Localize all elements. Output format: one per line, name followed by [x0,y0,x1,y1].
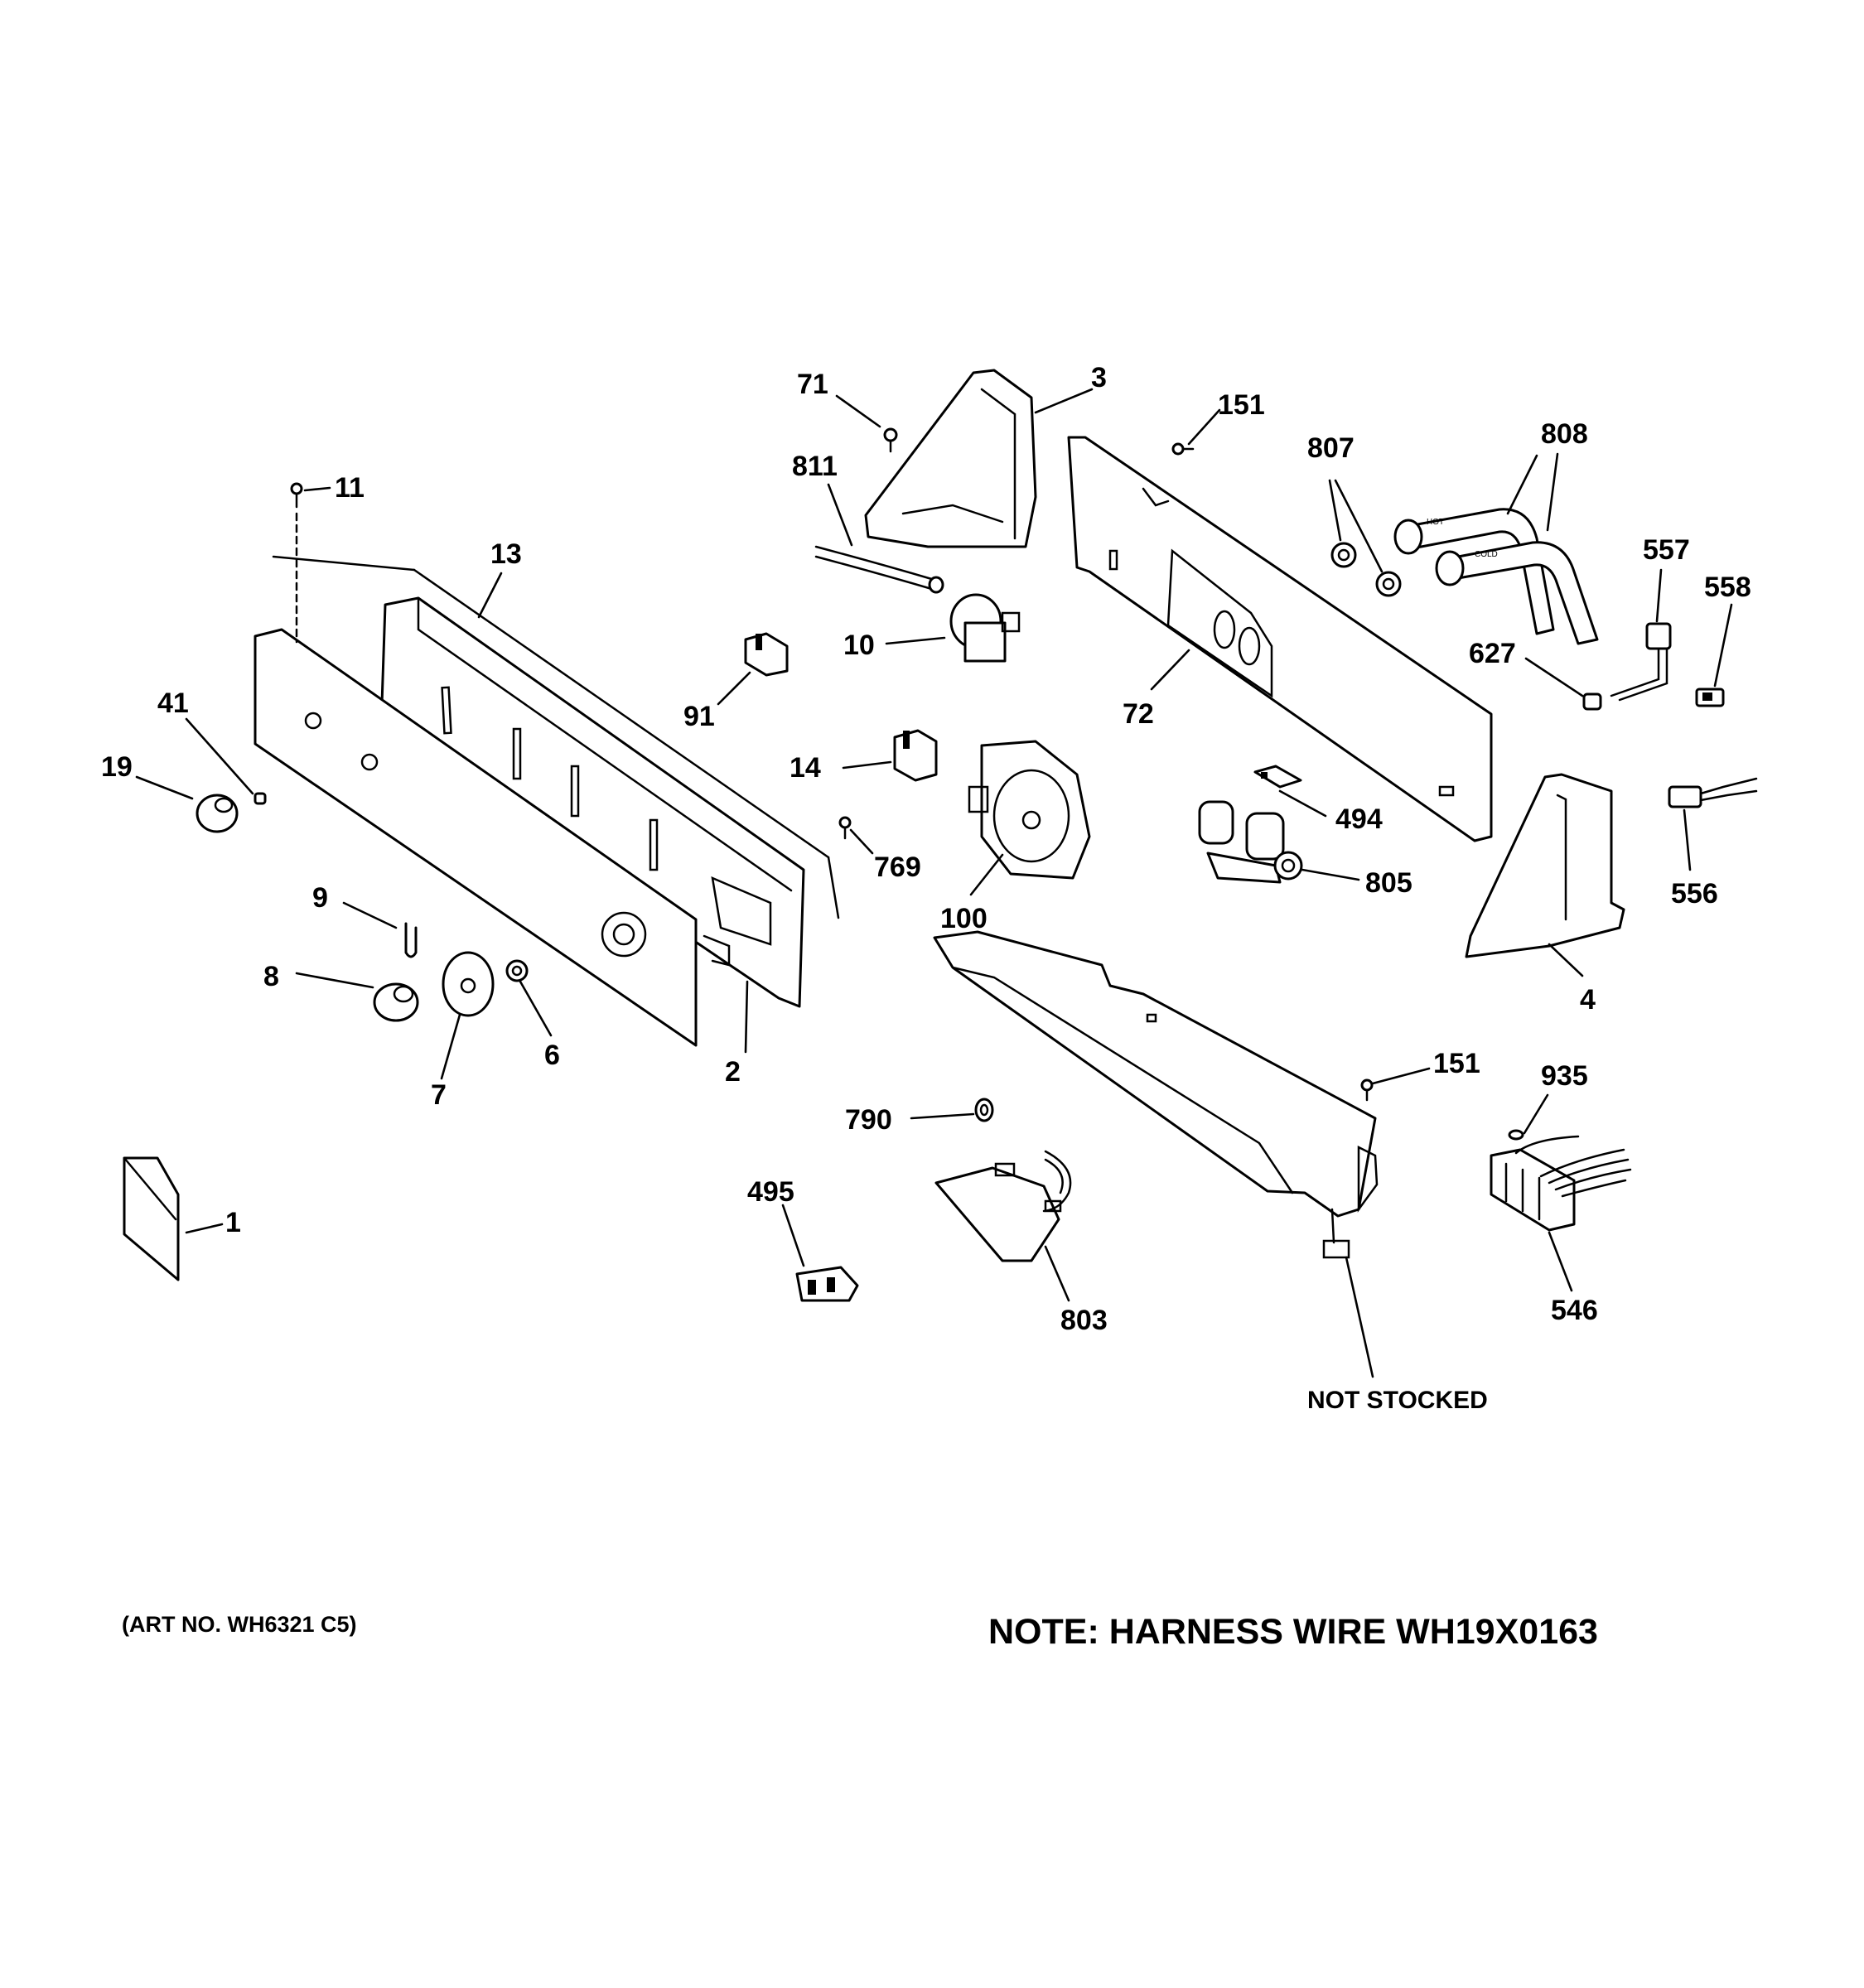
art-number: (ART NO. WH6321 C5) [122,1612,357,1637]
switch-14 [893,729,938,782]
callout-558: 558 [1704,572,1751,603]
control-panel-part [254,628,698,1047]
screw-769 [838,816,852,840]
connector-558 [1695,688,1725,707]
harness-note: NOTE: HARNESS WIRE WH19X0163 [988,1612,1598,1652]
callout-494: 494 [1335,803,1383,835]
callout-769: 769 [874,852,921,883]
hose-811 [814,545,944,594]
switch-91 [744,632,789,677]
callout-13: 13 [490,538,522,570]
washers-807 [1330,542,1402,597]
endcap-3 [864,369,1037,548]
callout-803: 803 [1060,1305,1108,1336]
callout-557: 557 [1643,534,1690,566]
callout-100: 100 [940,903,988,934]
plug-627 [1582,692,1602,711]
terminal-494 [1253,765,1302,789]
not-stocked-label: NOT STOCKED [1307,1387,1488,1414]
water-valve-805 [1198,800,1303,884]
callout-19: 19 [101,751,133,783]
callout-71: 71 [797,369,828,400]
callout-6: 6 [544,1040,560,1071]
callout-2: 2 [725,1056,741,1088]
callout-7: 7 [431,1079,447,1111]
hose-hot-label: HOT [1427,518,1444,527]
screw-151-top [1171,442,1195,456]
callout-10: 10 [843,630,875,661]
pressure-switch-10 [949,593,1021,663]
clip-9 [404,922,418,958]
callout-41: 41 [157,688,189,719]
callout-546: 546 [1551,1295,1598,1326]
knob-19 [196,794,239,833]
screw-11 [290,482,303,644]
callout-4: 4 [1580,984,1596,1016]
callout-811: 811 [792,451,838,482]
callout-14: 14 [790,752,821,784]
console-frame-part [272,555,840,1008]
knob-8 [373,982,419,1022]
callout-495: 495 [747,1176,794,1208]
callout-627: 627 [1469,638,1516,669]
clip-41 [254,792,267,805]
callout-1: 1 [225,1207,241,1238]
callout-790: 790 [845,1104,892,1136]
callout-91: 91 [683,701,715,732]
connector-495 [795,1266,859,1302]
literature-packet-1 [123,1156,180,1281]
hose-cold-label: COLD [1475,550,1498,559]
callout-808: 808 [1541,418,1588,450]
callout-807: 807 [1307,432,1355,464]
lower-panel-part [933,930,1379,1259]
dial-7 [442,951,495,1017]
nut-6 [505,959,529,982]
plug-557 [1610,622,1672,702]
harness-803 [934,1150,1072,1262]
callout-151-top: 151 [1218,389,1265,421]
hoses-808: HOT COLD [1393,508,1599,645]
callout-8: 8 [263,961,279,992]
leader-lines [135,388,1733,1378]
timer-100 [968,740,1091,880]
callout-151-bottom: 151 [1433,1048,1480,1079]
callout-9: 9 [312,882,328,914]
callout-805: 805 [1365,867,1412,899]
clamp-790 [974,1098,994,1122]
backsplash-72 [1067,436,1493,842]
callout-3: 3 [1091,362,1107,393]
connector-556 [1668,777,1758,808]
endcap-4 [1465,773,1625,958]
callout-72: 72 [1123,698,1154,730]
screw-151-bottom [1360,1078,1374,1102]
callout-11: 11 [335,472,365,504]
harness-connector-546 [1490,1129,1632,1232]
callout-935: 935 [1541,1060,1588,1092]
callout-556: 556 [1671,878,1718,910]
bracket-part [703,934,731,967]
screw-71 [883,427,898,453]
callout-labels: 71 3 151 811 807 808 11 13 10 557 558 91… [101,362,1751,1414]
